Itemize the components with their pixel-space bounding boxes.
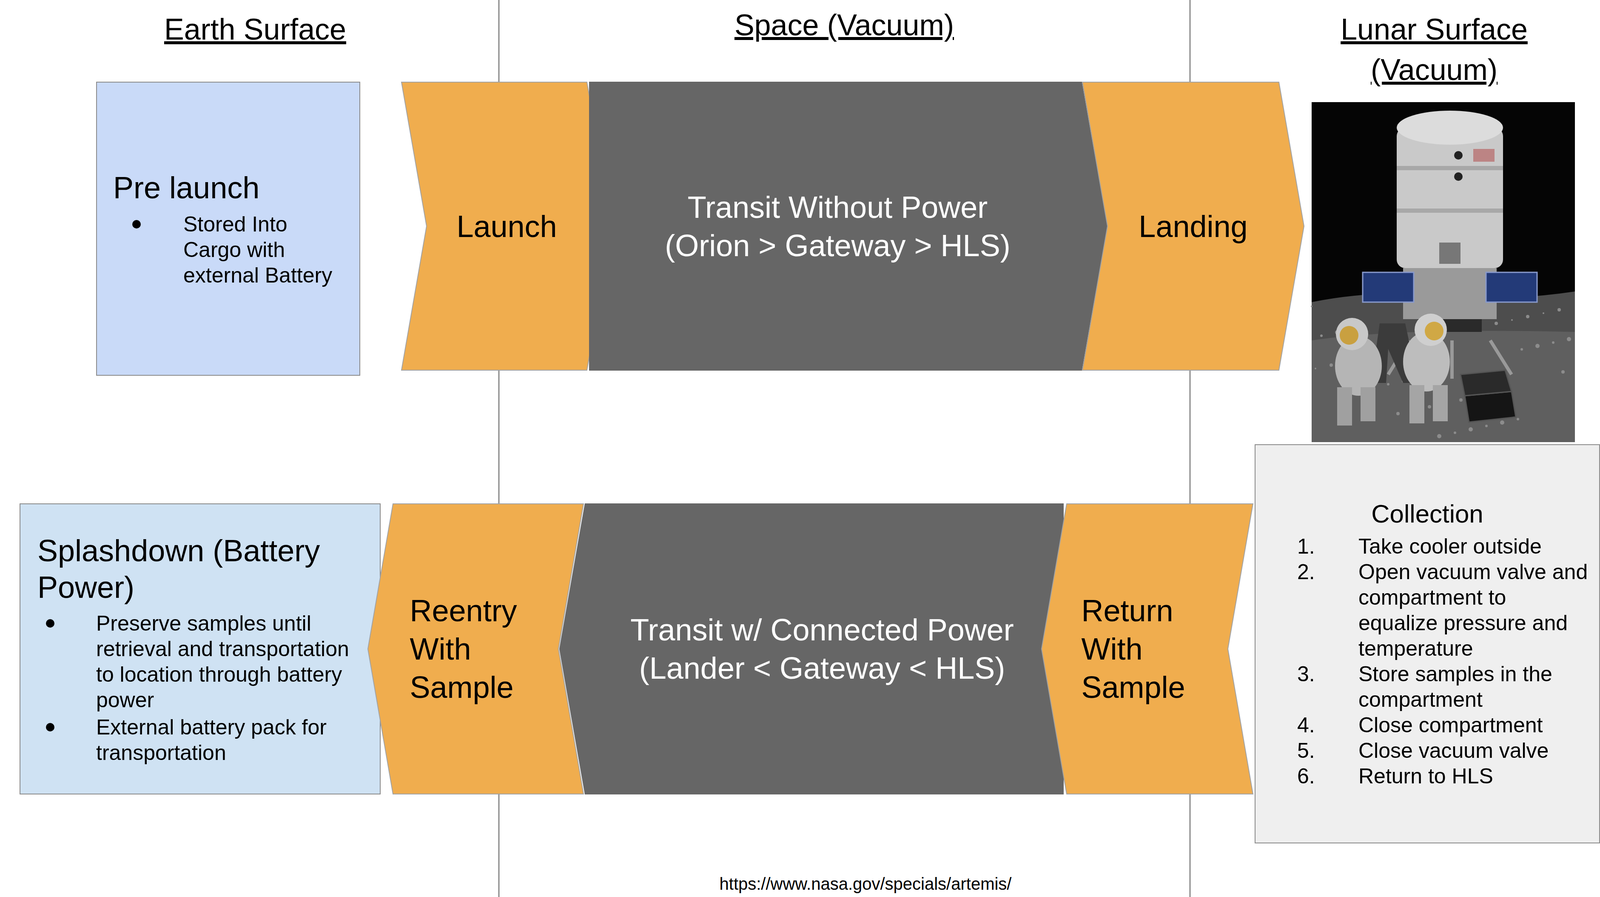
- chevron-step: Landing: [1081, 81, 1305, 371]
- astronaut-figure: [1335, 317, 1382, 426]
- chevron-step: Transit w/ Connected Power (Lander < Gat…: [559, 503, 1064, 795]
- step-row: 3.Store samples in the compartment: [1297, 660, 1591, 712]
- step-row: 5.Close vacuum valve: [1297, 737, 1591, 763]
- step-label: Return With Sample: [1081, 591, 1214, 707]
- chevron-shape: [367, 503, 584, 795]
- box-heading: Splashdown (Battery Power): [37, 532, 370, 606]
- source-url: https://www.nasa.gov/specials/artemis/: [610, 871, 1121, 895]
- step-label: Transit Without Power (Orion > Gateway >…: [642, 187, 1034, 265]
- bullet-row: Stored Into Cargo with external Battery: [113, 211, 347, 288]
- node-content: Landing: [1107, 81, 1279, 371]
- phase-box: Pre launchStored Into Cargo with externa…: [96, 81, 361, 376]
- chevron-shape: [559, 503, 1064, 795]
- node-content: Transit w/ Connected Power (Lander < Gat…: [584, 503, 1060, 795]
- step-row: 6.Return to HLS: [1297, 762, 1591, 789]
- node-content: Pre launchStored Into Cargo with externa…: [96, 82, 360, 375]
- chevron-step: Transit Without Power (Orion > Gateway >…: [589, 81, 1108, 371]
- node-content: Reentry With Sample: [392, 503, 559, 795]
- step-text: Take cooler outside: [1358, 533, 1591, 559]
- phase-box: Splashdown (Battery Power)Preserve sampl…: [19, 503, 381, 795]
- callout-number: 1.: [1297, 533, 1359, 559]
- column-header: Lunar Surface (Vacuum): [1323, 9, 1545, 90]
- bullet-text: Stored Into Cargo with external Battery: [183, 211, 347, 288]
- chevron-shape: [1041, 503, 1254, 795]
- node-content: Return With Sample: [1066, 503, 1228, 795]
- step-text: Close compartment: [1358, 711, 1591, 738]
- step-row: 2.Open vacuum valve and compartment to e…: [1297, 558, 1591, 661]
- step-label: Launch: [456, 207, 557, 246]
- node-content: Transit Without Power (Orion > Gateway >…: [593, 81, 1082, 371]
- step-text: Open vacuum valve and compartment to equ…: [1358, 558, 1591, 661]
- callout-number: 4.: [1297, 711, 1359, 738]
- callout-number: 2.: [1297, 558, 1359, 585]
- bullet-row: Preserve samples until retrieval and tra…: [37, 610, 370, 713]
- chevron-step: Reentry With Sample: [367, 503, 584, 795]
- step-label: Transit w/ Connected Power (Lander < Gat…: [613, 610, 1031, 687]
- procedure-box: Collection 1.Take cooler outside2.Open va…: [1254, 444, 1600, 843]
- bullet-dot: [45, 722, 55, 732]
- bullet-dot: [132, 219, 141, 229]
- callout-number: 3.: [1297, 660, 1359, 687]
- step-row: 1.Take cooler outside: [1297, 533, 1591, 559]
- step-label: Landing: [1138, 207, 1248, 246]
- chevron-shape: [589, 81, 1108, 371]
- step-label: Reentry With Sample: [409, 591, 542, 707]
- column-header: Earth Surface: [127, 9, 383, 50]
- callout-number: 6.: [1297, 762, 1359, 789]
- lunar-illustration: [1310, 102, 1575, 442]
- step-text: Store samples in the compartment: [1358, 660, 1591, 712]
- step-row: 4.Close compartment: [1297, 711, 1591, 738]
- node-content: Splashdown (Battery Power)Preserve sampl…: [20, 503, 380, 794]
- chevron-step: Return With Sample: [1041, 503, 1254, 795]
- node-content: Launch: [426, 81, 587, 371]
- bullet-text: Preserve samples until retrieval and tra…: [96, 610, 370, 713]
- column-header: Space (Vacuum): [716, 5, 972, 46]
- bullet-dot: [45, 618, 55, 628]
- sample-case: [1460, 370, 1516, 422]
- step-text: Return to HLS: [1358, 762, 1591, 789]
- bullet-row: External battery pack for transportation: [37, 714, 370, 766]
- node-content: Collection 1.Take cooler outside2.Open va…: [1255, 444, 1600, 843]
- astronaut-figure: [1403, 313, 1450, 424]
- bullet-text: External battery pack for transportation: [96, 714, 370, 766]
- box-heading: Pre launch: [113, 169, 347, 206]
- step-text: Close vacuum valve: [1358, 737, 1591, 763]
- chevron-step: Launch: [401, 81, 613, 371]
- callout-number: 5.: [1297, 737, 1359, 763]
- box-heading: Collection: [1264, 498, 1591, 530]
